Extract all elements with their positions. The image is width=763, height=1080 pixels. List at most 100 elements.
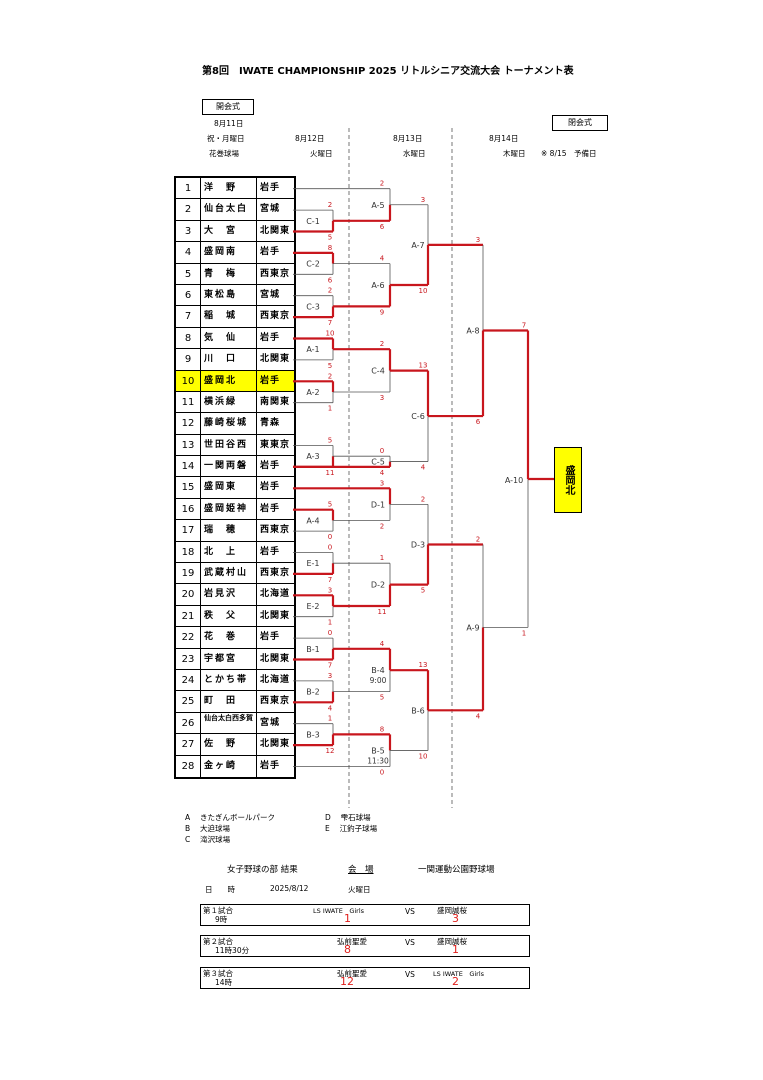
team-prefecture: 西東京 (260, 568, 291, 579)
game-time: 9:00 (370, 676, 387, 685)
team-prefecture: 青森 (260, 418, 281, 429)
score-label: 5 (421, 587, 425, 595)
team-prefecture: 北関東 (260, 354, 291, 365)
home-team: 弘前聖愛 (337, 937, 367, 946)
team-number: 3 (176, 220, 201, 242)
team-name: 大 宮 (201, 220, 257, 242)
team-name: 横浜緑 (201, 391, 257, 413)
score-label: 8 (380, 725, 384, 733)
score-label: 8 (328, 244, 332, 252)
home-team: LS IWATE Girls (313, 907, 365, 915)
away-team: 盛岡誠桜 (437, 937, 467, 946)
score-label: 4 (328, 704, 333, 712)
score-label: 3 (380, 394, 384, 402)
score-label: 1 (522, 629, 526, 637)
game-label: B-1 (306, 645, 319, 654)
team-number: 20 (176, 584, 201, 605)
team-prefecture: 岩手 (260, 332, 281, 343)
team-number: 26 (176, 712, 201, 734)
score-label: 4 (380, 640, 385, 648)
closing-ceremony-label: 閉会式 (552, 115, 608, 131)
team-prefecture: 岩手 (260, 760, 281, 771)
girls-dow: 火曜日 (348, 885, 371, 894)
game-label: A-7 (411, 241, 424, 250)
team-name: 盛岡南 (201, 242, 257, 263)
team-prefecture: 北海道 (260, 589, 291, 600)
team-number: 2 (176, 199, 201, 220)
score-label: 0 (328, 544, 332, 552)
team-prefecture: 岩手 (260, 461, 281, 472)
champion-box: 盛岡北 (554, 447, 582, 513)
girls-date-label: 日 時 (205, 885, 235, 894)
away-score: 3 (452, 912, 459, 925)
game-label: B-4 (371, 666, 384, 675)
score-label: 11 (326, 469, 335, 477)
score-label: 4 (476, 712, 481, 720)
team-number: 21 (176, 605, 201, 627)
score-label: 6 (328, 276, 333, 284)
team-name: 町 田 (201, 691, 257, 712)
team-number: 18 (176, 541, 201, 563)
team-number: 9 (176, 349, 201, 370)
score-label: 0 (380, 447, 384, 455)
score-label: 11 (378, 608, 387, 616)
score-label: 7 (328, 576, 332, 584)
away-team: LS IWATE Girls (433, 970, 485, 978)
team-number: 13 (176, 434, 201, 456)
score-label: 5 (328, 437, 332, 445)
team-number: 19 (176, 563, 201, 584)
team-number: 24 (176, 669, 201, 691)
home-score: 1 (344, 912, 351, 925)
team-name: 瑞 穂 (201, 520, 257, 541)
team-prefecture: 西東京 (260, 525, 291, 536)
team-prefecture: 西東京 (260, 696, 291, 707)
score-label: 2 (421, 495, 425, 503)
game-time: 11時30分 (215, 946, 250, 955)
score-label: 6 (476, 418, 481, 426)
venue-legend-right: D 雫石球場 E 江釣子球場 (325, 812, 377, 834)
team-number: 6 (176, 284, 201, 306)
girls-game-3: 第３試合 14時 弘前聖愛 VS LS IWATE Girls 12 2 (200, 967, 530, 989)
team-name: 藤崎桜城 (201, 413, 257, 434)
team-prefecture: 岩手 (260, 375, 281, 386)
team-number: 5 (176, 263, 201, 284)
game-label: C-4 (371, 367, 385, 376)
game-label: C-1 (306, 217, 320, 226)
team-name: とかち帯広 (201, 669, 257, 691)
game-no: 第１試合 (203, 906, 233, 915)
team-name: 盛岡北 (201, 370, 257, 391)
score-label: 5 (328, 362, 332, 370)
score-label: 2 (328, 287, 332, 295)
team-name: 一関両磐 (201, 456, 257, 477)
team-number: 12 (176, 413, 201, 434)
day2-date: 8月13日 (393, 134, 423, 143)
girls-game-1: 第１試合 9時 LS IWATE Girls VS 盛岡誠桜 1 3 (200, 904, 530, 926)
team-prefecture: 西東京 (260, 311, 291, 322)
score-label: 0 (380, 769, 384, 777)
game-label: A-5 (371, 201, 384, 210)
team-number: 11 (176, 391, 201, 413)
game-label: A-6 (371, 281, 384, 290)
girls-venue-label: 会 場 (348, 865, 374, 875)
team-name: 岩見沢 (201, 584, 257, 605)
game-no: 第２試合 (203, 937, 233, 946)
team-prefecture: 岩手 (260, 632, 281, 643)
opening-date: 8月11日 (214, 119, 244, 128)
team-name: 仙台太白西多賀 (201, 712, 257, 734)
team-name: 盛岡東 (201, 477, 257, 498)
vs-label: VS (405, 938, 415, 947)
game-label: E-1 (306, 559, 319, 568)
score-label: 5 (328, 501, 332, 509)
